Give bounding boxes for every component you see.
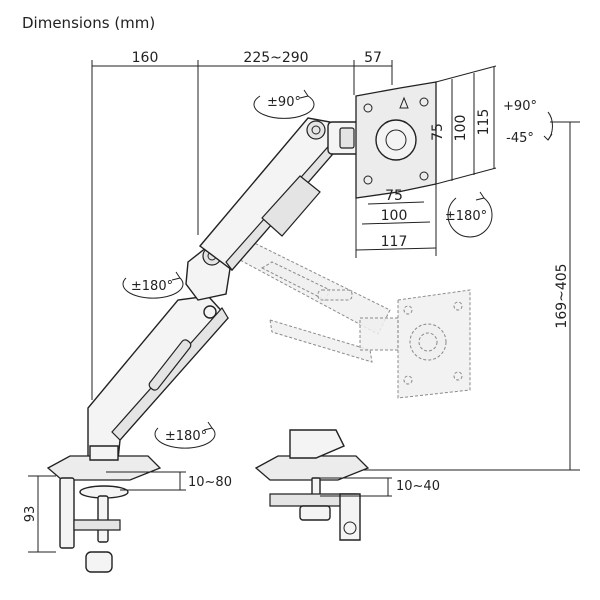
dim-plate-height: 115 [476,109,492,136]
rot-tilt-up-label: +90° [503,99,537,114]
dim-vesa-100-width: 100 [381,208,408,224]
ghost-arm-lowered [211,231,471,399]
upper-arm [198,117,339,271]
grommet-mount: 10~40 [254,429,440,541]
tilt-joint [327,121,363,155]
dim-clamp-height: 93 [23,506,38,523]
dim-base-to-pole: 160 [132,50,159,66]
rotation-base: ±180° [154,421,216,449]
dim-plate-width: 117 [381,234,408,250]
vesa-dimensions: 75 100 115 75 100 117 [355,65,497,258]
dim-grommet-range: 10~40 [396,479,440,494]
dim-vesa-75-width: 75 [385,188,403,204]
rotation-arm-top: ±90° [253,89,315,119]
rot-arm-top-label: ±90° [267,95,301,110]
dim-vesa-75-height: 75 [430,123,446,141]
clamp-mount: 10~80 93 [23,445,232,573]
top-dimension-line: 160 225~290 57 [91,50,393,400]
rot-tilt-down-label: -45° [506,131,534,146]
dim-vesa-100-height: 100 [453,115,469,142]
rot-head-swivel-label: ±180° [445,209,487,224]
lower-arm [87,295,229,461]
rotation-elbow: ±180° [122,271,184,299]
height-dimension: 169~405 [360,121,580,471]
vesa-plate [355,81,437,199]
rot-base-label: ±180° [165,429,207,444]
dim-height-range: 169~405 [554,263,570,328]
dim-head-offset: 57 [364,50,382,66]
rotation-tilt: +90° -45° [503,99,553,146]
diagram-title: Dimensions (mm) [22,14,156,32]
rot-elbow-label: ±180° [131,279,173,294]
dim-clamp-range: 10~80 [188,475,232,490]
dim-arm-reach: 225~290 [243,50,308,66]
rotation-head-swivel: ±180° [445,191,493,238]
